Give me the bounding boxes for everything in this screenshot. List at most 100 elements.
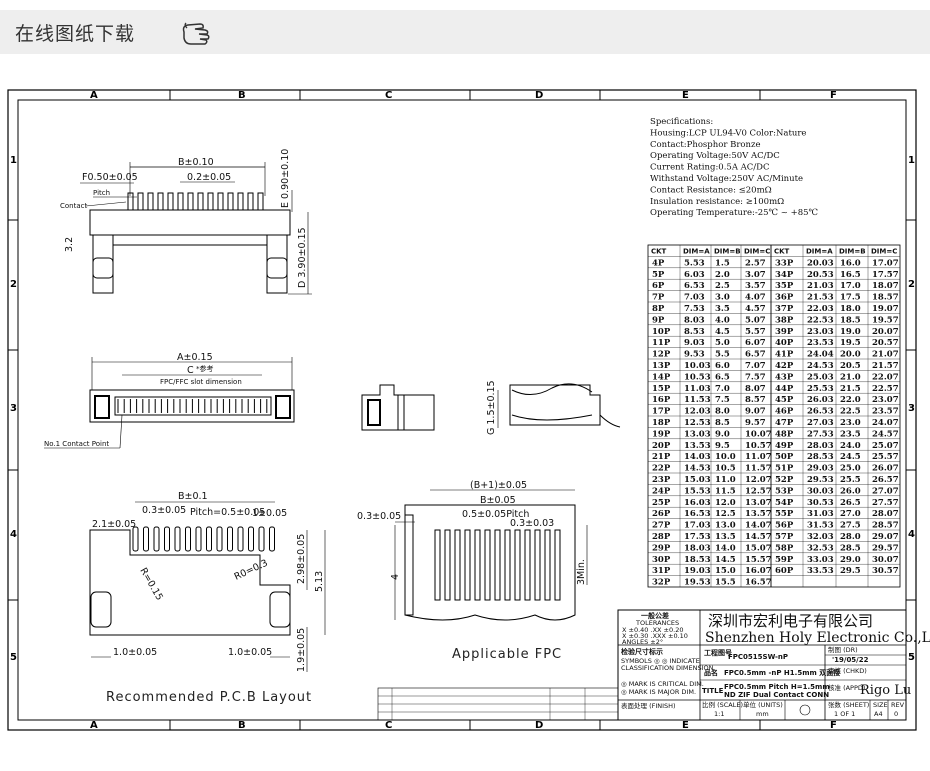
- table-cell: 44P: [775, 384, 794, 394]
- grid-row-label: 2: [908, 279, 915, 290]
- front-view: A±0.15 C *参考 FPC/FFC slot dimension No.1…: [44, 352, 295, 449]
- table-cell: 16.57: [745, 578, 772, 588]
- fpc-finger: [484, 529, 491, 601]
- spec-line: Current Rating:0.5A AC/DC: [650, 163, 770, 173]
- table-cell: 41P: [775, 350, 794, 360]
- table-cell: 10P: [652, 327, 671, 337]
- dim-front-c: C: [187, 365, 194, 376]
- pcb-pad: [237, 526, 244, 552]
- table-cell: 17.57: [872, 270, 899, 280]
- table-cell: 3.5: [715, 304, 730, 314]
- table-cell: 22.5: [840, 407, 861, 417]
- grid-col-label: E: [682, 90, 689, 101]
- table-header: DIM=C: [871, 248, 897, 256]
- tol-line-2: X ±0.30 .XXX ±0.10: [622, 632, 688, 640]
- dim-top-d: D 3.90±0.15: [297, 227, 308, 288]
- hand-pointer-icon[interactable]: [178, 18, 220, 48]
- table-cell: 60P: [775, 566, 794, 576]
- tol-line-3: ANGLES ±2°: [622, 638, 663, 646]
- sheet-label: 张数 (SHEET): [828, 700, 869, 709]
- table-cell: 18.57: [872, 293, 899, 303]
- table-cell: 6.07: [745, 338, 766, 348]
- pcb-pad: [185, 526, 191, 552]
- table-cell: 10.0: [715, 452, 736, 462]
- dwg-label: 工程图号: [704, 648, 732, 657]
- table-header: CKT: [774, 248, 790, 256]
- table-cell: 23P: [652, 475, 671, 485]
- dim-top-e: E 0.90±0.10: [280, 149, 291, 208]
- table-header: DIM=A: [683, 248, 710, 256]
- table-cell: 57P: [775, 532, 794, 542]
- table-cell: 15.0: [715, 566, 736, 576]
- table-cell: 47P: [775, 418, 794, 428]
- name-label: 品名: [704, 668, 718, 677]
- table-cell: 21.5: [840, 384, 861, 394]
- dim-fpc-b: B±0.05: [480, 495, 516, 506]
- spec-line: Insulation resistance: ≥100mΩ: [650, 197, 784, 207]
- table-cell: 26.0: [840, 486, 861, 496]
- table-cell: 27P: [652, 521, 671, 531]
- table-cell: 16.03: [684, 498, 711, 508]
- table-cell: 26.03: [807, 395, 834, 405]
- title-block: 一般公差 TOLERANCES X ±0.40 .XX ±0.20 X ±0.3…: [617, 609, 930, 721]
- grid-col-label: C: [385, 90, 392, 101]
- table-cell: 50P: [775, 452, 794, 462]
- pcb-pad: [227, 526, 233, 552]
- table-cell: 29.03: [807, 464, 834, 474]
- table-cell: 8P: [652, 304, 665, 314]
- insp-label: 检验尺寸标示: [621, 647, 663, 656]
- fpc-finger: [544, 529, 551, 601]
- table-cell: 29P: [652, 543, 671, 553]
- table-cell: 37P: [775, 304, 794, 314]
- table-cell: 12.5: [715, 509, 736, 519]
- table-cell: 22.57: [872, 384, 899, 394]
- dim-fpc-b1: (B+1)±0.05: [470, 480, 527, 491]
- table-cell: 26.57: [872, 475, 899, 485]
- table-cell: 9.57: [745, 418, 766, 428]
- signer-name: Rigo Lu: [860, 683, 911, 698]
- dim-pcb-pitch: Pitch=0.5±0.05: [190, 507, 265, 518]
- dim-pcb-w10b: 1.0±0.05: [228, 647, 272, 658]
- title-label: TITLE: [702, 687, 724, 695]
- table-cell: 21.53: [807, 293, 834, 303]
- table-cell: 10.53: [684, 372, 711, 382]
- table-header: DIM=C: [744, 248, 770, 256]
- table-cell: 33.03: [807, 555, 834, 565]
- table-cell: 25.57: [872, 452, 899, 462]
- grid-row-label: 2: [10, 279, 17, 290]
- table-cell: 5.5: [715, 350, 730, 360]
- table-cell: 20.03: [807, 258, 834, 268]
- table-cell: 55P: [775, 509, 794, 519]
- table-cell: 11.03: [684, 384, 711, 394]
- table-cell: 7.07: [745, 361, 766, 371]
- table-cell: 14.0: [715, 543, 736, 553]
- symbol-label: SYMBOLS ◎ ◎ INDICATE: [621, 657, 700, 665]
- table-cell: 32P: [652, 578, 671, 588]
- table-cell: 16.07: [745, 566, 772, 576]
- table-cell: 26.5: [840, 498, 861, 508]
- dim-pcb-r015: R=0.15: [137, 566, 164, 602]
- table-cell: 5.57: [745, 327, 766, 337]
- tol-en: TOLERANCES: [635, 619, 679, 627]
- table-cell: 3.07: [745, 270, 766, 280]
- contact-pin: [177, 192, 184, 211]
- dwg-number: FPC0515SW-nP: [728, 653, 788, 661]
- table-cell: 31.53: [807, 521, 834, 531]
- side-view: G 1.5±0.15: [361, 380, 621, 435]
- table-cell: 15.07: [745, 543, 772, 553]
- table-cell: 15.53: [684, 486, 711, 496]
- size-label: SIZE: [873, 701, 888, 709]
- table-cell: 48P: [775, 429, 794, 439]
- table-cell: 17.07: [872, 258, 899, 268]
- table-cell: 29.53: [807, 475, 834, 485]
- fpc-finger: [434, 529, 441, 601]
- table-cell: 18.53: [684, 555, 711, 565]
- table-cell: 14.57: [745, 532, 772, 542]
- table-cell: 33P: [775, 258, 794, 268]
- pcb-pad: [143, 526, 149, 552]
- table-cell: 29.07: [872, 532, 899, 542]
- table-cell: 12P: [652, 350, 671, 360]
- table-cell: 14.03: [684, 452, 711, 462]
- dim-fpc-four: 4: [390, 574, 401, 580]
